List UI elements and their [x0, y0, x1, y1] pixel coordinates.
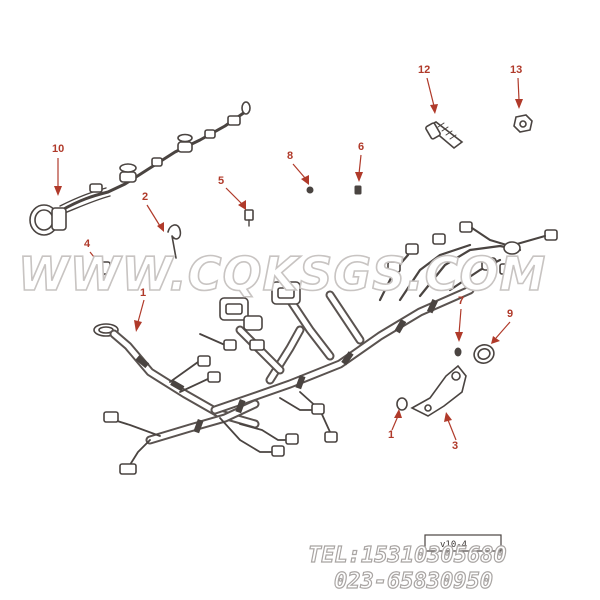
part-4-clip: [99, 261, 111, 286]
part-10-connector-harness: [29, 101, 251, 236]
callout-10: 10: [52, 143, 64, 155]
callout-8: 8: [287, 150, 293, 162]
harness-connector-block: [219, 281, 301, 351]
callout-6: 6: [358, 141, 364, 153]
callout-3: 3: [452, 440, 458, 452]
part-12-stud: [425, 121, 464, 150]
part-8-nut: [306, 186, 314, 194]
part-3-bracket: [410, 364, 467, 417]
part-7-small-nut: [454, 347, 462, 357]
callout-1-upper: 1: [140, 287, 146, 299]
part-9-seal-ring: [473, 344, 495, 364]
callout-labels: 10 2 4 1 5 8 6 12 13 7: [52, 64, 523, 452]
part-1-main-harness: [93, 221, 558, 475]
callout-1-lower: 1: [388, 429, 394, 441]
callout-13: 13: [510, 64, 522, 76]
harness-clip: [89, 101, 251, 193]
callout-12: 12: [418, 64, 430, 76]
harness-bands: [135, 299, 438, 434]
harness-right-branches: [378, 221, 558, 302]
part-6-bolt: [354, 185, 362, 195]
part-2-loop: [167, 224, 182, 259]
callout-7: 7: [458, 295, 464, 307]
watermark-text: WWW.CQKSGS.COM: [18, 247, 546, 301]
callout-2: 2: [142, 191, 148, 203]
part-13-hex-nut: [513, 114, 533, 133]
part-5-screw: [244, 209, 254, 227]
stamp-label: v10-4: [440, 540, 467, 550]
contact-phone: 023-65830950: [334, 569, 493, 594]
part-1-bolt-lower: [396, 397, 408, 411]
callout-5: 5: [218, 175, 224, 187]
callout-4: 4: [84, 238, 91, 250]
callout-9: 9: [507, 308, 513, 320]
harness-lower-plugs: [103, 333, 338, 475]
contact-tel: TEL:15310305680: [308, 543, 507, 568]
figure-stamp: v10-4: [424, 534, 502, 552]
